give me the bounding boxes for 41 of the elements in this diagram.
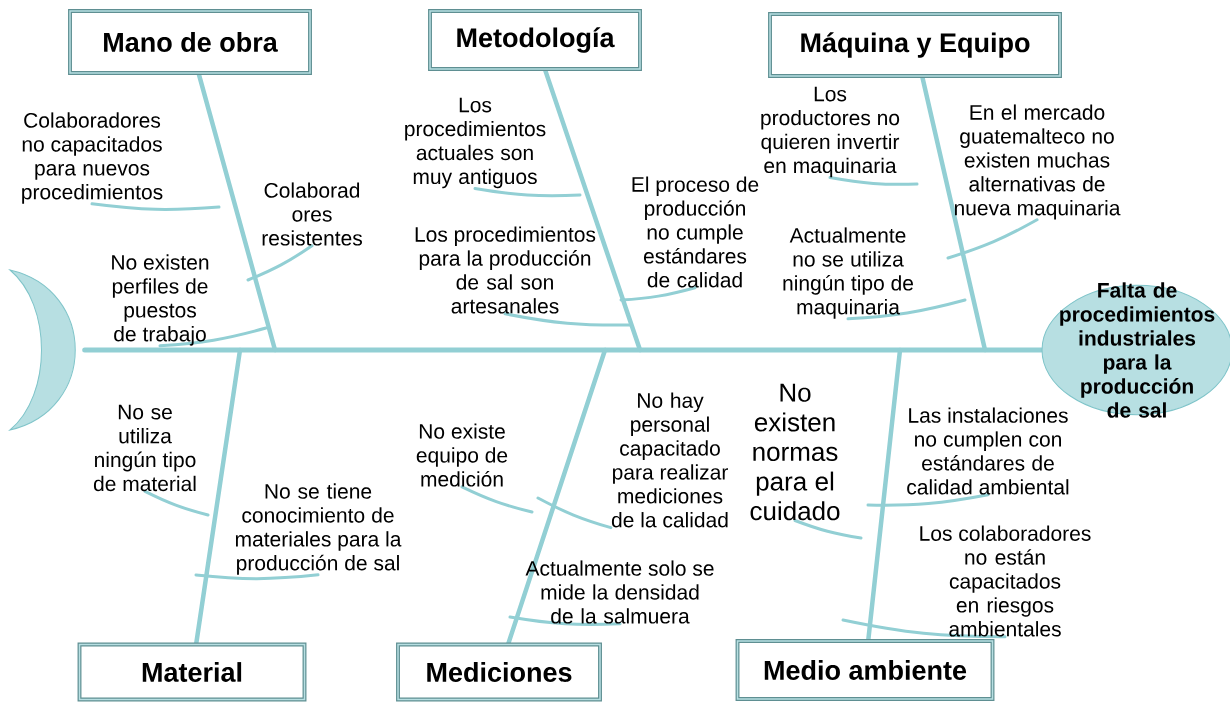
spine-line (82, 347, 1044, 353)
branch-line (143, 489, 210, 517)
branch-line (460, 485, 534, 514)
branch-line (473, 186, 582, 198)
cause-text: No existen normas para el cuidado (750, 383, 840, 521)
cause-text: El proceso de producción no cumple estándares de calidad (632, 176, 759, 288)
branch-line (503, 312, 632, 327)
branch-line (619, 286, 697, 302)
category-box: Mano de obra (68, 9, 312, 75)
cause-text: No se utiliza ningún tipo de material (93, 404, 196, 492)
cause-text: Colaborad ores resistentes (262, 182, 362, 246)
cause-text: Colaboradores no capacitados para nuevos procedimientos (22, 112, 163, 204)
branch-line (846, 298, 967, 321)
branch-line (536, 496, 613, 530)
branch-line (246, 244, 314, 282)
category-box: Medio ambiente (735, 639, 995, 701)
cause-text: No hay personal capacitado para realizar mediciones de la calidad (611, 392, 728, 528)
fishbone-tail (9, 269, 76, 431)
branch-line (828, 175, 919, 186)
cause-text: No existen perfiles de puestos de trabajo (112, 254, 209, 346)
cause-text: Los productores no quieren invertir en maquinaria (761, 86, 900, 178)
branch-line (194, 573, 320, 581)
branch-line (841, 618, 1007, 639)
branch-line (90, 202, 221, 211)
category-box: Mediciones (396, 642, 602, 702)
cause-text: Actualmente no se utiliza ningún tipo de maquinaria (783, 227, 913, 319)
category-box: Máquina y Equipo (768, 12, 1062, 78)
cause-text: Actualmente solo se mide la densidad de la salmuera (525, 560, 714, 624)
branch-line (508, 615, 622, 627)
branch-line (158, 326, 268, 348)
branch-line (946, 218, 1039, 260)
cause-text: En el mercado guatemalteco no existen muchas alternativas de nueva maquinaria (954, 104, 1121, 220)
cause-text: No se tiene conocimiento de materiales para la producción de sal (235, 483, 402, 575)
category-box: Material (77, 642, 307, 702)
category-box: Metodología (428, 9, 642, 71)
cause-text: Los colaboradores no están capacitados en riesgos ambientales (920, 525, 1091, 637)
branch-line (793, 519, 863, 540)
branch-line (866, 493, 990, 507)
cause-text: Los procedimientos actuales son muy antiguos (405, 97, 546, 189)
cause-text: No existe equipo de medición (416, 423, 508, 487)
cause-text: Los procedimientos para la producción de sal son artesanales (415, 226, 596, 314)
